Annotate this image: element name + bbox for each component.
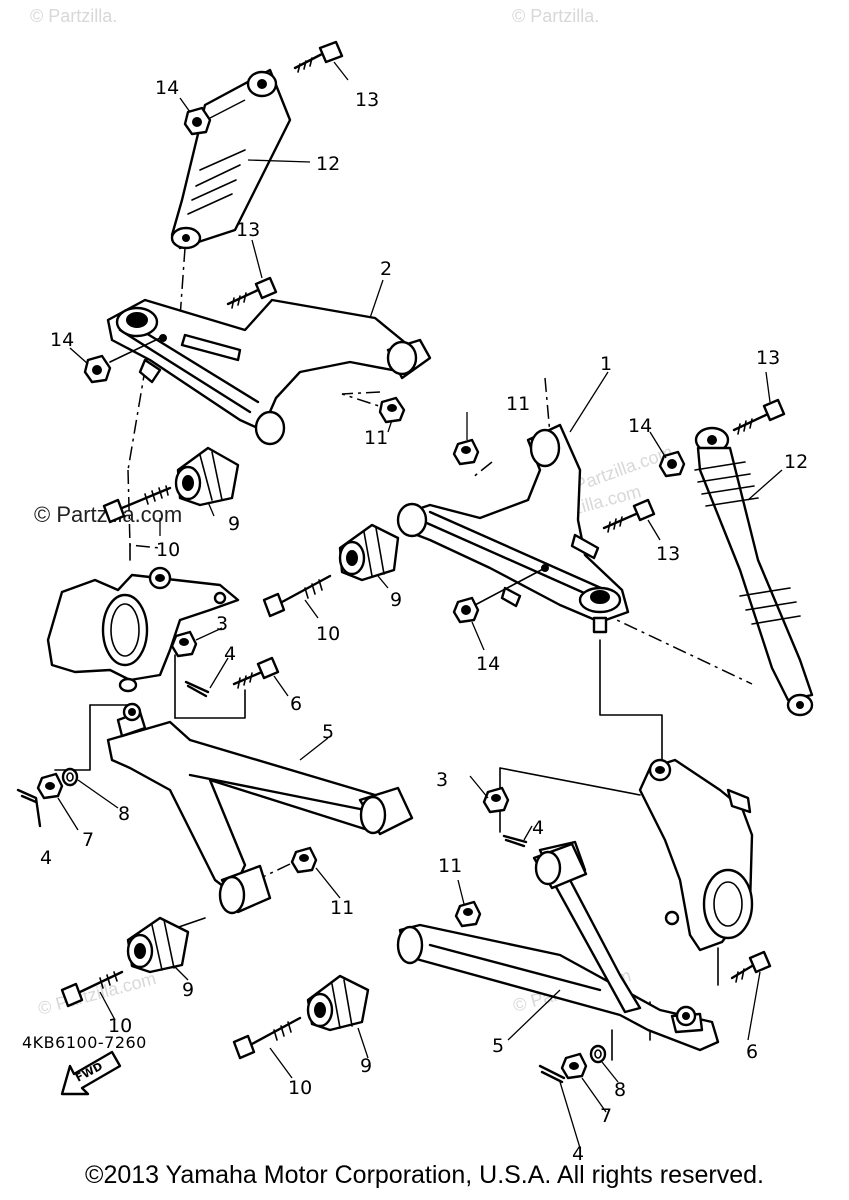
callout-5: 5 xyxy=(322,721,334,743)
diagram-code: 4KB6100-7260 xyxy=(22,1033,147,1052)
washer-8-left xyxy=(61,767,79,787)
bolt-6-left xyxy=(232,656,280,689)
callout-13: 13 xyxy=(656,543,680,565)
callout-11: 11 xyxy=(438,855,462,877)
nut-14-right-center xyxy=(452,596,480,624)
shock-absorber-upper-left xyxy=(170,68,292,250)
nut-7-left xyxy=(36,772,64,800)
upper-a-arm-left xyxy=(106,298,432,446)
cotter-pin-4-left xyxy=(16,788,42,828)
nut-11-upper-right xyxy=(452,438,480,466)
bolt-13-second xyxy=(226,276,278,309)
callout-10: 10 xyxy=(108,1015,132,1037)
callout-6: 6 xyxy=(290,693,302,715)
lower-a-arm-left xyxy=(106,702,414,915)
watermark: © Partzilla. xyxy=(512,6,599,26)
callout-7: 7 xyxy=(600,1105,612,1127)
watermark: © Partzilla.com xyxy=(36,968,158,1019)
cotter-pin-4-upper xyxy=(184,680,210,698)
callout-14: 14 xyxy=(155,77,179,99)
bolt-13-top xyxy=(293,40,344,73)
bolt-6-right xyxy=(730,950,772,983)
callout-11: 11 xyxy=(364,427,388,449)
callout-14: 14 xyxy=(50,329,74,351)
bushing-9-lower-right xyxy=(306,974,370,1032)
bushing-9-upper-left xyxy=(174,446,240,507)
upper-a-arm-right xyxy=(396,423,630,634)
nut-11-lower-left xyxy=(290,846,318,874)
nut-11-upper xyxy=(378,396,406,424)
callout-8: 8 xyxy=(118,803,130,825)
washer-8-right xyxy=(589,1044,607,1064)
nut-14-left xyxy=(83,354,112,384)
callout-4: 4 xyxy=(572,1143,584,1165)
callout-4: 4 xyxy=(40,847,52,869)
callout-11: 11 xyxy=(506,393,530,415)
callout-2: 2 xyxy=(380,258,392,280)
callout-9: 9 xyxy=(182,979,194,1001)
callout-14: 14 xyxy=(476,653,500,675)
fwd-arrow: FWD xyxy=(60,1050,122,1096)
callout-13: 13 xyxy=(355,89,379,111)
nut-14-top xyxy=(183,99,246,136)
nut-3-left xyxy=(170,630,198,658)
steering-knuckle-right xyxy=(638,758,754,952)
bolt-13-right xyxy=(732,398,786,435)
callout-10: 10 xyxy=(156,539,180,561)
shock-absorber-right xyxy=(694,426,814,717)
callout-9: 9 xyxy=(360,1055,372,1077)
callout-10: 10 xyxy=(316,623,340,645)
callout-11: 11 xyxy=(330,897,354,919)
callout-4: 4 xyxy=(532,817,544,839)
bolt-13-right-center xyxy=(602,498,656,533)
nut-3-right xyxy=(482,786,510,814)
callout-8: 8 xyxy=(614,1079,626,1101)
bushing-9-lower-left xyxy=(126,916,190,974)
callout-12: 12 xyxy=(784,451,808,473)
callout-4: 4 xyxy=(224,643,236,665)
callout-7: 7 xyxy=(82,829,94,851)
callout-14: 14 xyxy=(628,415,652,437)
bolt-10-upper-right xyxy=(262,574,332,618)
callout-10: 10 xyxy=(288,1077,312,1099)
nut-14-right xyxy=(658,450,686,478)
callout-13: 13 xyxy=(756,347,780,369)
leader-lines xyxy=(57,61,783,1149)
nut-7-right xyxy=(560,1052,588,1080)
bolt-10-upper-left xyxy=(102,485,172,524)
copyright-notice: ©2013 Yamaha Motor Corporation, U.S.A. A… xyxy=(85,1161,764,1189)
callout-12: 12 xyxy=(316,153,340,175)
watermark: © Partzilla. xyxy=(30,6,117,26)
bushing-9-upper-right xyxy=(338,523,400,582)
cotter-pin-4-right xyxy=(538,1064,566,1084)
callout-9: 9 xyxy=(228,513,240,535)
callout-5: 5 xyxy=(492,1035,504,1057)
callout-9: 9 xyxy=(390,589,402,611)
callout-13: 13 xyxy=(236,219,260,241)
callout-3: 3 xyxy=(216,613,228,635)
bolt-10-lower-right xyxy=(232,1016,302,1060)
nut-11-lower-right xyxy=(454,900,482,928)
callout-6: 6 xyxy=(746,1041,758,1063)
bolt-10-lower-left xyxy=(60,970,124,1008)
lower-a-arm-right xyxy=(396,840,720,1052)
callout-3: 3 xyxy=(436,769,448,791)
callout-1: 1 xyxy=(600,353,612,375)
steering-knuckle-left xyxy=(46,566,240,693)
callout-numbers: 14 13 12 13 2 14 1 13 11 14 11 12 9 10 1… xyxy=(40,77,808,1165)
cotter-pin-4-mid xyxy=(502,834,528,848)
